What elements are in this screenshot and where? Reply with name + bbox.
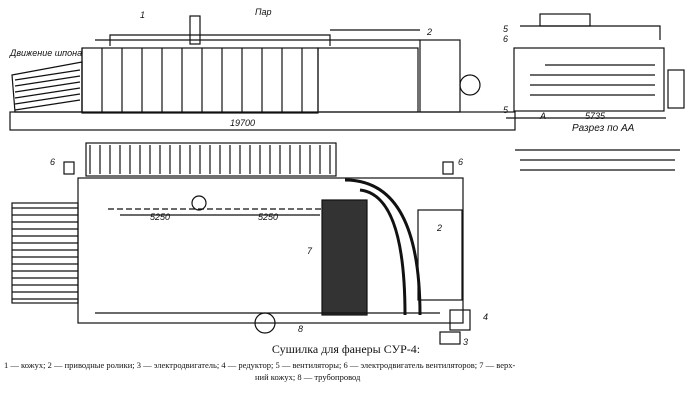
dimension-left: 5250	[150, 212, 171, 222]
callout-6b: 6	[50, 157, 56, 167]
section-label: Разрез по АА	[572, 123, 635, 134]
legend-line-2: ний кожух; 8 — трубопровод	[255, 372, 361, 382]
dimension-right: 5250	[258, 212, 279, 222]
callout-5b: 5	[503, 105, 509, 115]
figure-title: Сушилка для фанеры СУР-4:	[271, 342, 421, 356]
callout-6a: 6	[503, 34, 509, 44]
movement-label: Движение шпона	[10, 48, 83, 58]
callout-3: 3	[463, 337, 469, 347]
section-mark: А	[540, 111, 547, 121]
callout-1: 1	[140, 10, 146, 20]
plan-view	[11, 142, 471, 345]
callout-2b: 2	[437, 223, 443, 233]
callout-4: 4	[483, 312, 489, 322]
steam-label: Пар	[255, 7, 272, 17]
feed-shelf	[14, 75, 81, 87]
legend-line-1: 1 — кожух; 2 — приводные ролики; 3 — эле…	[4, 360, 516, 370]
feed-shelf	[14, 87, 81, 99]
feed-shelf	[14, 93, 81, 105]
callout-6c: 6	[458, 157, 464, 167]
callout-7: 7	[307, 246, 313, 256]
length-dimension: 19700	[230, 118, 256, 128]
callout-2: 2	[427, 27, 433, 37]
callout-8: 8	[298, 324, 304, 334]
width-dimension: 5735	[585, 111, 606, 121]
feed-shelf	[14, 69, 81, 81]
callout-5a: 5	[503, 24, 509, 34]
side-view	[9, 15, 516, 131]
cross-section-view	[506, 13, 685, 171]
feed-shelf	[14, 81, 81, 93]
feed-shelf	[14, 99, 81, 111]
